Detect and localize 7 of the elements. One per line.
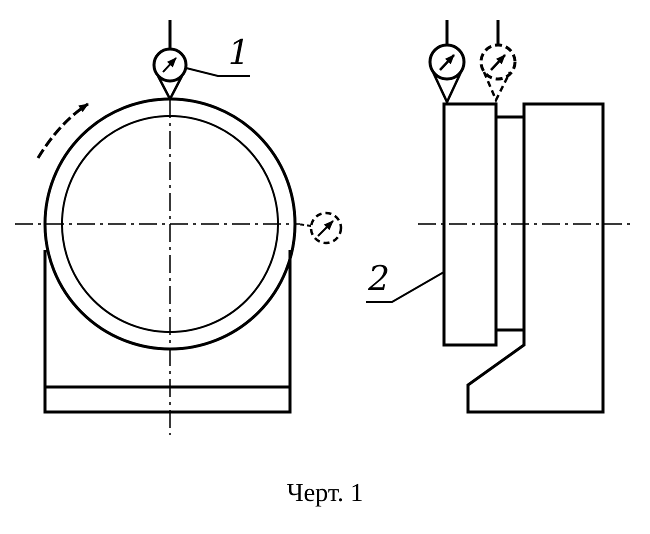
- leader-line: [186, 67, 250, 77]
- callout-number: 2: [366, 262, 392, 296]
- leader-line: [366, 271, 444, 303]
- callout-number: 1: [226, 36, 252, 70]
- figure-caption: Черт. 1: [286, 478, 364, 508]
- dial-indicator-icon: [152, 20, 188, 102]
- disk-part: [442, 102, 498, 346]
